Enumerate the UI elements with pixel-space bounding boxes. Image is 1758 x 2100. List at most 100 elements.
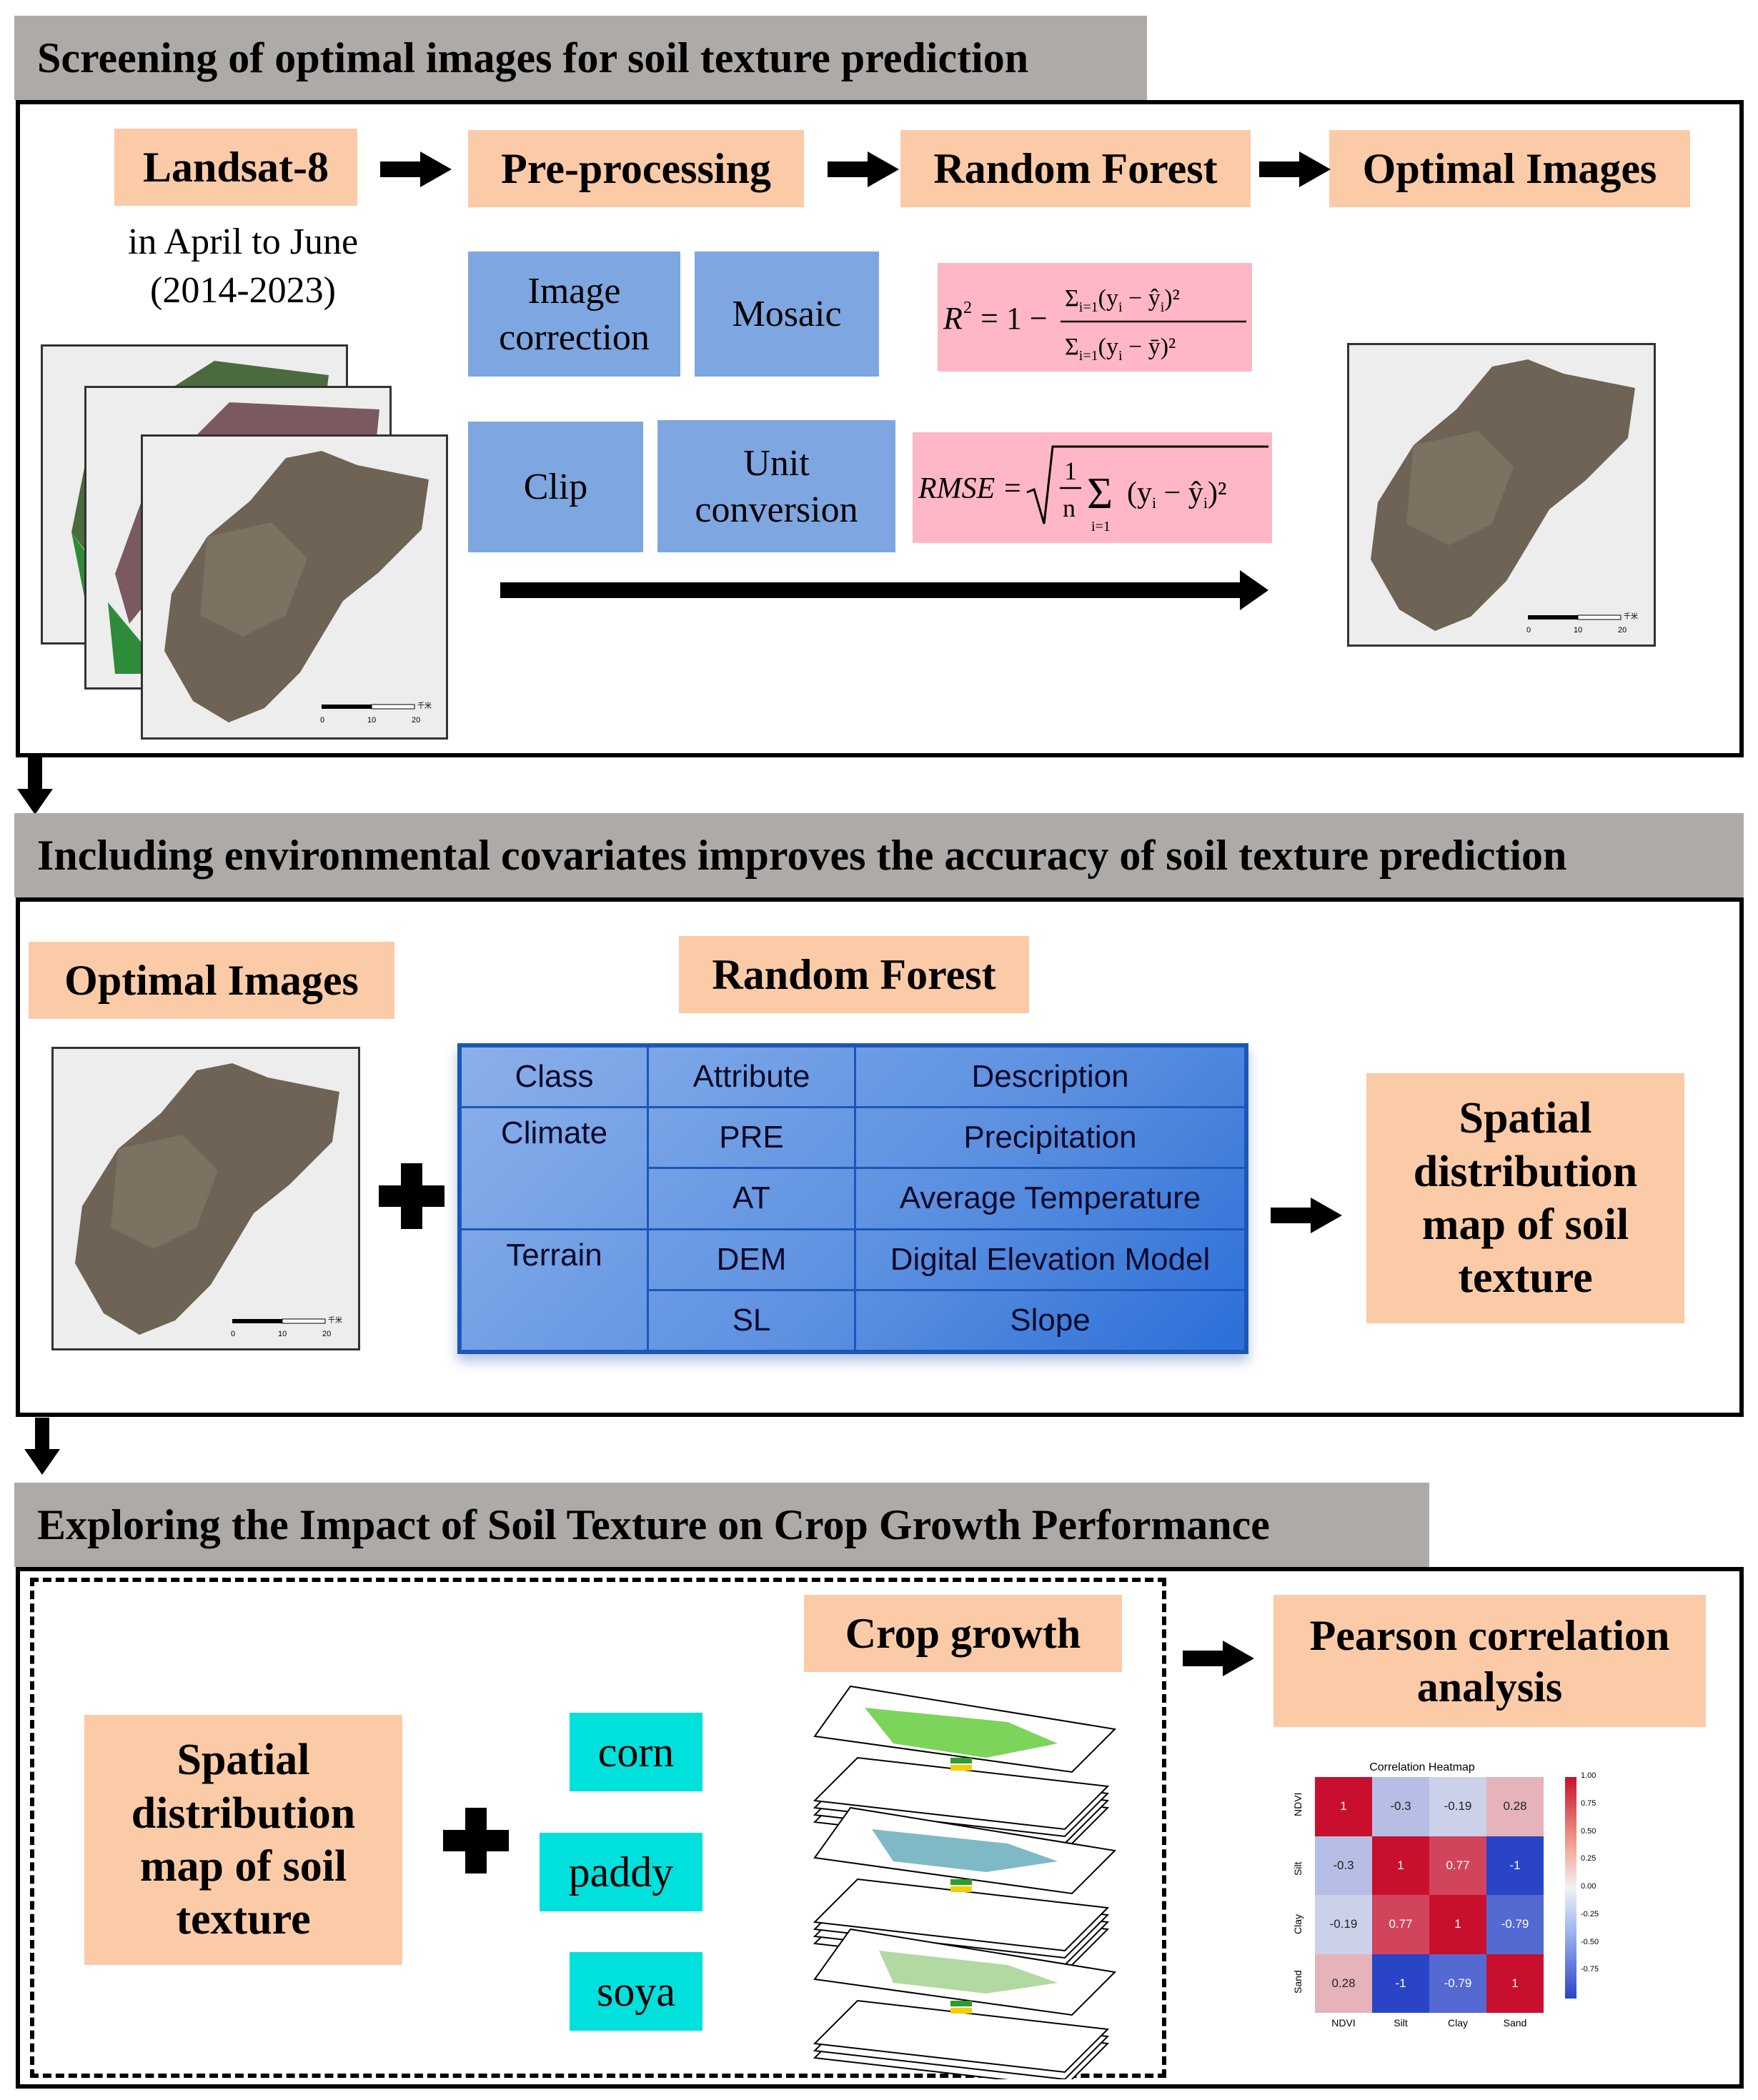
table-row: AT Average Temperature (461, 1167, 1246, 1230)
heatmap-colorbar-tick: -0.25 (1581, 1909, 1599, 1919)
optimal-image-map-1: 0 10 20 千米 (1347, 343, 1656, 647)
plus-icon (379, 1163, 445, 1229)
heatmap-colorbar-tick: 0.00 (1581, 1882, 1596, 1891)
svg-text:n: n (1063, 494, 1076, 522)
plus-icon (443, 1808, 509, 1873)
table-cell: Slope (854, 1288, 1246, 1353)
landsat-map-front: 0 10 20 千米 (141, 434, 448, 740)
arrow-icon (1259, 151, 1331, 187)
heatmap-x-label: NDVI (1331, 2017, 1356, 2029)
pearson-box: Pearson correlation analysis (1273, 1595, 1706, 1727)
table-header: Class (460, 1045, 649, 1109)
rmse-formula: RMSE = 1 n Σ i=1 (yi − ŷi)² (918, 445, 1268, 534)
landsat-box: Landsat-8 (114, 129, 357, 206)
svg-text:= 1 −: = 1 − (980, 301, 1048, 336)
soya-map-stack (813, 1928, 1117, 2079)
heatmap-cell: -1 (1486, 1836, 1544, 1895)
table-cell: AT (647, 1167, 856, 1230)
table-header: Description (854, 1045, 1246, 1109)
svg-text:0: 0 (231, 1330, 235, 1338)
heatmap-cell: 1 (1372, 1836, 1429, 1895)
table-cell: Terrain (460, 1228, 649, 1353)
heatmap-colorbar-tick: 1.00 (1581, 1771, 1596, 1780)
svg-text:Σi=1(yi − ȳ)²: Σi=1(yi − ȳ)² (1065, 334, 1176, 364)
heatmap-cell: -0.19 (1315, 1895, 1372, 1954)
svg-text:R: R (943, 301, 963, 336)
svg-text:Σi=1(yi − ŷi)²: Σi=1(yi − ŷi)² (1065, 285, 1180, 315)
heatmap-colorbar-tick: 0.25 (1581, 1854, 1596, 1863)
date-range-label: in April to June(2014-2023) (127, 222, 359, 311)
svg-text:=: = (1004, 472, 1021, 505)
heatmap-cell: 0.28 (1315, 1954, 1372, 2013)
random-forest-box-1: Random Forest (900, 130, 1251, 207)
spatial-distribution-box-2: Spatial distribution map of soil texture (84, 1715, 402, 1965)
heatmap-x-label: Sand (1503, 2017, 1527, 2029)
arrow-icon (380, 151, 452, 187)
svg-text:千米: 千米 (328, 1315, 342, 1325)
heatmap-cell: -0.3 (1315, 1836, 1372, 1895)
table-row: Climate PRE Precipitation (460, 1106, 1246, 1230)
heatmap-y-label: Silt (1292, 1861, 1303, 1876)
random-forest-box-2: Random Forest (679, 936, 1029, 1013)
svg-text:20: 20 (1618, 626, 1627, 635)
dashed-group (30, 1578, 1166, 2078)
heatmap-cell: -0.79 (1429, 1954, 1486, 2013)
table-row: SL Slope (461, 1288, 1246, 1353)
crop-growth-map-stack (813, 1685, 1117, 2079)
section1-title: Screening of optimal images for soil tex… (14, 16, 1147, 100)
crop-corn: corn (570, 1713, 702, 1791)
arrow-icon (1183, 1641, 1254, 1676)
heatmap-cell: 0.28 (1486, 1777, 1544, 1836)
heatmap-colorbar-tick: 0.50 (1581, 1826, 1596, 1836)
svg-text:Σ: Σ (1087, 469, 1113, 518)
unit-conversion-box: Unit conversion (657, 420, 895, 552)
heatmap-colorbar (1565, 1777, 1576, 1999)
arrow-icon (828, 151, 899, 187)
optimal-image-map-2: 0 10 20 千米 (51, 1047, 360, 1350)
arrow-icon (1271, 1198, 1342, 1233)
heatmap-y-label: Clay (1292, 1914, 1303, 1935)
table-header-row: Class Attribute Description (460, 1045, 1246, 1109)
clip-box: Clip (468, 422, 643, 552)
heatmap-colorbar-tick: -0.50 (1581, 1937, 1599, 1946)
image-correction-box: Image correction (468, 252, 680, 377)
optimal-images-box-1: Optimal Images (1329, 130, 1690, 207)
section2-title: Including environmental covariates impro… (14, 813, 1744, 897)
spatial-distribution-box-1: Spatial distribution map of soil texture (1366, 1073, 1684, 1323)
svg-text:0: 0 (320, 716, 324, 725)
heatmap-x-label: Clay (1447, 2017, 1468, 2029)
svg-text:千米: 千米 (1624, 612, 1638, 621)
r2-formula: R 2 = 1 − Σi=1(yi − ŷi)² Σi=1(yi − ȳ)² (943, 285, 1246, 364)
crop-growth-box: Crop growth (804, 1595, 1122, 1672)
heatmap-cell: -1 (1372, 1954, 1429, 2013)
heatmap-cell: 1 (1429, 1895, 1486, 1954)
heatmap-y-label: NDVI (1292, 1792, 1303, 1817)
svg-text:10: 10 (1574, 626, 1582, 635)
optimal-images-box-2: Optimal Images (29, 942, 394, 1019)
covariate-table: Class Attribute Description Climate PRE … (457, 1043, 1248, 1354)
down-arrow-icon (24, 1418, 60, 1475)
svg-text:10: 10 (278, 1330, 287, 1338)
table-cell: Digital Elevation Model (854, 1228, 1246, 1291)
svg-text:10: 10 (367, 716, 376, 725)
table-cell: Precipitation (854, 1106, 1246, 1170)
paddy-map-stack (813, 1806, 1117, 1974)
heatmap-cell: 1 (1315, 1777, 1372, 1836)
table-header: Attribute (647, 1045, 856, 1109)
svg-text:0: 0 (1526, 626, 1531, 635)
table-cell: Climate (460, 1106, 649, 1230)
section3-title: Exploring the Impact of Soil Texture on … (14, 1483, 1429, 1567)
heatmap-title: Correlation Heatmap (1369, 1761, 1475, 1773)
svg-text:(yi − ŷi)²: (yi − ŷi)² (1127, 477, 1227, 512)
table-cell: Average Temperature (854, 1167, 1246, 1230)
heatmap-cell: 1 (1486, 1954, 1544, 2013)
heatmap-cell: -0.3 (1372, 1777, 1429, 1836)
heatmap-y-label: Sand (1292, 1970, 1303, 1994)
svg-text:20: 20 (412, 716, 420, 725)
svg-text:千米: 千米 (417, 701, 432, 710)
preprocessing-box: Pre-processing (468, 130, 804, 207)
